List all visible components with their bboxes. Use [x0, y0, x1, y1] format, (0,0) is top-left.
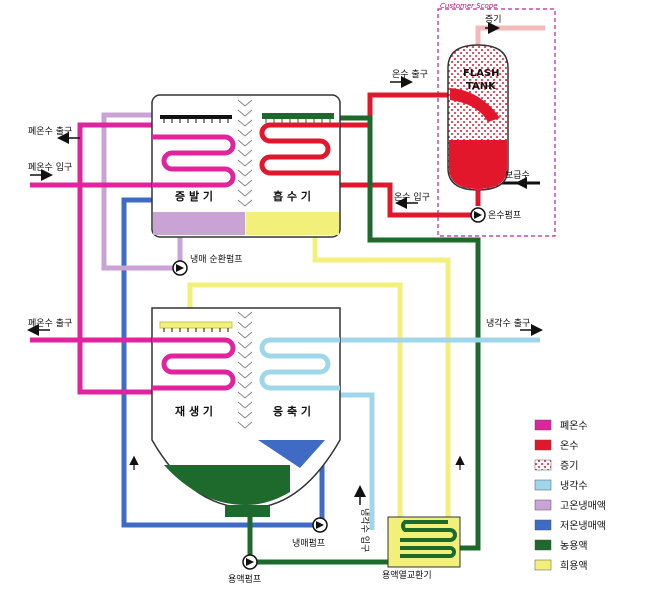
condenser-coil: [259, 337, 340, 391]
legend-label: 농용액: [560, 540, 588, 552]
flash-tank-inlet-nozzle: [450, 88, 500, 122]
evaporator-sump: [153, 212, 245, 235]
legend-swatch: [534, 539, 552, 551]
waste-water-loop-pipe: [77, 122, 152, 395]
absorber-coil: [259, 122, 340, 176]
hot-water-out-label: 온수 출구: [392, 69, 428, 80]
hot-water-in-label: 온수 입구: [394, 191, 430, 203]
evaporator-nozzles: [163, 119, 229, 123]
legend-label: 증기: [560, 460, 578, 472]
hot-water-pump-label: 온수펌프: [488, 209, 521, 221]
legend-label: 냉각수: [560, 480, 588, 492]
regenerator-outlet: [225, 505, 270, 517]
shx-coil-a: [400, 520, 457, 542]
refrigerant-pump-label: 냉매펌프: [292, 537, 325, 549]
legend-swatch: [534, 499, 552, 511]
regenerator-nozzles: [163, 328, 229, 332]
low-temp-refrigerant-pipe: [121, 197, 320, 528]
hot-water-outlet-pipe: [340, 92, 450, 128]
condenser-sump: [258, 440, 325, 468]
legend-swatch: [534, 559, 552, 571]
steam-label: 증기: [485, 14, 502, 25]
legend-swatch: [534, 519, 552, 531]
lower-eliminator: [237, 311, 253, 429]
high-temp-refrigerant-pipe: [101, 112, 183, 271]
shx-coil-b: [400, 546, 456, 558]
regenerator-spray-header: [159, 321, 233, 329]
refrigerant-circ-pump: [172, 260, 188, 276]
evaporator-coil: [152, 134, 236, 188]
weak-solution-pipe-a: [312, 235, 451, 520]
evaporator-label: 증 발 기: [175, 189, 213, 203]
legend-label: 온수: [560, 440, 578, 452]
absorber-label: 흡 수 기: [273, 189, 311, 203]
weak-solution-pipe-b: [187, 282, 403, 520]
solution-pump-label: 용액펌프: [228, 573, 261, 585]
upper-shell: [151, 94, 341, 238]
legend-label: 저온냉매액: [560, 520, 606, 532]
legend-label: 고온냉매액: [560, 500, 606, 512]
refrigerant-circ-pump-label: 냉매 순환펌프: [190, 253, 243, 265]
customer-scope-label: Customer Scope: [440, 2, 498, 10]
flash-tank-label-1: FLASH: [463, 68, 500, 79]
condenser-label: 응 축 기: [273, 404, 311, 418]
flash-tank-liquid: [449, 140, 507, 189]
customer-scope-boundary: [437, 8, 556, 237]
absorber-sump: [246, 212, 339, 235]
refrigerant-pump: [312, 517, 328, 533]
cooling-out-label: 냉각수 출구: [486, 317, 530, 329]
hot-water-return-pipe: [340, 182, 472, 218]
absorber-nozzles: [265, 119, 331, 123]
cooling-in-label: 냉각수 입구: [359, 508, 371, 552]
regenerator-label: 재 생 기: [175, 404, 213, 418]
legend-swatch: [534, 479, 552, 491]
legend-label: 희용액: [560, 560, 588, 572]
hot-water-pump: [470, 207, 486, 223]
legend-swatch: [534, 419, 552, 431]
waste-in-label: 폐온수 입구: [28, 161, 72, 173]
evaporator-spray-header: [160, 115, 232, 119]
regenerator-coil: [152, 337, 236, 391]
waste-out-lower-label: 폐온수 출구: [28, 317, 72, 329]
steam-outlet-pipe: [475, 25, 545, 48]
solution-pump: [242, 554, 258, 570]
flash-tank-label-2: TANK: [466, 81, 497, 92]
makeup-water-label: 보급수: [505, 170, 530, 181]
strong-solution-pipe: [247, 115, 481, 565]
upper-eliminator: [237, 99, 253, 207]
waste-out-left-label: 폐온수 출구: [28, 125, 72, 137]
legend-swatch: [534, 439, 552, 451]
cooling-water-link-pipe: [340, 392, 375, 400]
regenerator-sump: [164, 465, 290, 505]
legend-label: 폐온수: [560, 420, 588, 432]
absorber-spray-header: [262, 113, 334, 119]
solution-hx-label: 용액열교환기: [382, 569, 432, 581]
legend-swatch: [534, 459, 552, 471]
